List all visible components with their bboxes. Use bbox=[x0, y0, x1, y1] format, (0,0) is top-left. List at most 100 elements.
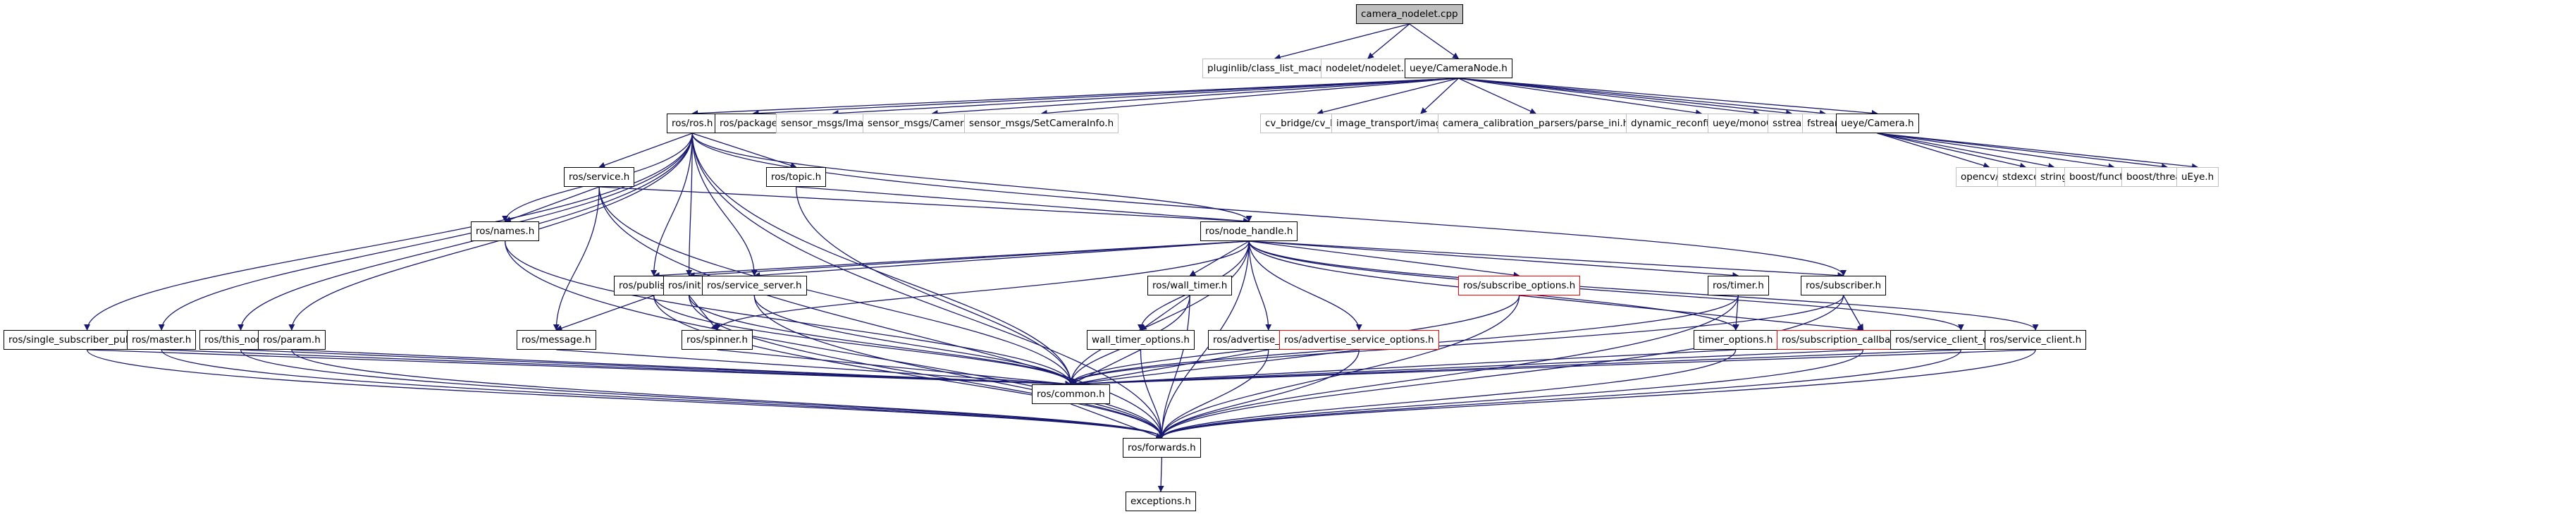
node-nodelet[interactable]: nodelet/nodelet.h bbox=[1321, 59, 1415, 78]
node-ueyeh[interactable]: uEye.h bbox=[2176, 167, 2219, 187]
node-names[interactable]: ros/names.h bbox=[471, 221, 540, 241]
edge-ros-to-serviceserver bbox=[691, 133, 758, 276]
node-forwards[interactable]: ros/forwards.h bbox=[1123, 438, 1201, 458]
edge-advopts-to-common bbox=[1070, 349, 1269, 387]
edge-ros-to-param bbox=[288, 133, 693, 331]
edge-ros-to-publisher bbox=[651, 133, 693, 276]
edge-init-to-common bbox=[688, 295, 1074, 385]
edge-nodehandle-to-serviceserver bbox=[753, 240, 1250, 279]
edge-subscriber-to-forwards bbox=[1158, 295, 1844, 439]
edge-master-to-common bbox=[161, 349, 1072, 388]
edge-spinner-to-common bbox=[717, 349, 1072, 387]
edge-srvclient-to-common bbox=[1070, 349, 2036, 388]
edge-walltimer-to-forwards bbox=[1158, 295, 1190, 439]
edge-service-to-names bbox=[504, 186, 600, 223]
node-topic[interactable]: ros/topic.h bbox=[766, 167, 827, 187]
edge-subopts-to-subcbhelper bbox=[1519, 295, 1864, 333]
node-message[interactable]: ros/message.h bbox=[517, 330, 596, 350]
edge-timer-to-timeropts bbox=[1732, 295, 1739, 331]
node-walltimeropts[interactable]: wall_timer_options.h bbox=[1087, 330, 1195, 350]
edge-cameranode-to-fstream bbox=[1458, 78, 1826, 116]
node-camera[interactable]: ueye/Camera.h bbox=[1836, 114, 1919, 133]
edge-camera_nodelet-to-cameranode bbox=[1409, 23, 1460, 59]
edge-serviceserver-to-common bbox=[753, 295, 1074, 385]
edge-nodehandle-to-advopts bbox=[1248, 240, 1272, 331]
edge-cameranode-to-monoconfig bbox=[1458, 78, 1760, 116]
node-exceptions[interactable]: exceptions.h bbox=[1126, 491, 1196, 511]
edge-nodehandle-to-srvclientopts bbox=[1248, 240, 1964, 331]
node-setcaminfo[interactable]: sensor_msgs/SetCameraInfo.h bbox=[964, 114, 1119, 133]
node-subopts[interactable]: ros/subscribe_options.h bbox=[1458, 276, 1581, 295]
edge-master-to-forwards bbox=[161, 349, 1165, 439]
edge-srvclientopts-to-forwards bbox=[1159, 349, 1961, 439]
edge-service-to-forwards bbox=[598, 186, 1165, 439]
node-parseini[interactable]: camera_calibration_parsers/parse_ini.h bbox=[1438, 114, 1634, 133]
node-subscriber[interactable]: ros/subscriber.h bbox=[1801, 276, 1887, 295]
edge-service-to-message bbox=[553, 186, 600, 331]
edge-timer-to-forwards bbox=[1158, 295, 1739, 439]
node-master[interactable]: ros/master.h bbox=[127, 330, 197, 350]
edge-cameranode-to-parseini bbox=[1458, 78, 1536, 114]
edge-nodehandle-to-common bbox=[1067, 240, 1250, 385]
edge-ros-to-subscriber bbox=[691, 133, 1847, 276]
node-timer[interactable]: ros/timer.h bbox=[1708, 276, 1769, 295]
edge-cameranode-to-img bbox=[832, 78, 1459, 117]
node-common[interactable]: ros/common.h bbox=[1032, 384, 1110, 404]
edge-names-to-forwards bbox=[504, 240, 1165, 439]
edge-ros-to-thisnode bbox=[238, 133, 693, 331]
edge-ros-to-master bbox=[158, 133, 693, 331]
edge-cameranode-to-cvbridge bbox=[1317, 78, 1459, 116]
edge-message-to-common bbox=[556, 349, 1072, 387]
edge-ssp-to-forwards bbox=[86, 349, 1165, 439]
edge-cameranode-to-sstream bbox=[1458, 78, 1793, 116]
node-advsrvopts[interactable]: ros/advertise_service_options.h bbox=[1279, 330, 1439, 350]
node-ros[interactable]: ros/ros.h bbox=[667, 114, 718, 133]
edge-nodehandle-to-init bbox=[688, 240, 1250, 279]
edge-camera-to-stdexcept bbox=[1877, 133, 2027, 169]
edge-cameranode-to-setcaminfo bbox=[1040, 78, 1459, 116]
edge-camera-to-ueyeh bbox=[1877, 133, 2199, 170]
node-nodehandle[interactable]: ros/node_handle.h bbox=[1200, 221, 1298, 241]
node-sstream[interactable]: sstream bbox=[1768, 114, 1816, 133]
edge-camera_nodelet-to-pluginlib bbox=[1274, 23, 1410, 61]
edge-cameranode-to-dynreconf bbox=[1458, 78, 1703, 116]
edge-nodehandle-to-timer bbox=[1249, 240, 1739, 279]
edge-cameranode-to-caminfo bbox=[931, 78, 1459, 116]
edge-subscriber-to-subcbhelper bbox=[1842, 295, 1864, 331]
edge-camera-to-string bbox=[1877, 133, 2055, 169]
edge-nodehandle-to-advsrvopts bbox=[1248, 240, 1362, 331]
node-param[interactable]: ros/param.h bbox=[258, 330, 326, 350]
edge-ros-to-ssp bbox=[84, 133, 693, 331]
node-cameranode[interactable]: ueye/CameraNode.h bbox=[1405, 59, 1512, 78]
edge-walltimeropts-to-common bbox=[1070, 349, 1141, 385]
edge-publisher-to-common bbox=[653, 295, 1074, 385]
edge-camera-to-boostfunc bbox=[1877, 133, 2115, 170]
node-timeropts[interactable]: timer_options.h bbox=[1694, 330, 1778, 350]
edge-cameranode-to-ros bbox=[691, 78, 1459, 117]
edge-serviceserver-to-forwards bbox=[753, 295, 1165, 439]
edge-camera-to-boostthread bbox=[1877, 133, 2168, 170]
node-serviceserver[interactable]: ros/service_server.h bbox=[702, 276, 807, 295]
edge-publisher-to-message bbox=[555, 295, 654, 331]
node-spinner[interactable]: ros/spinner.h bbox=[682, 330, 753, 350]
edge-topic-to-nodehandle bbox=[796, 186, 1250, 224]
edge-param-to-forwards bbox=[291, 349, 1165, 439]
edge-cameranode-to-camera bbox=[1458, 78, 1878, 116]
edge-walltimer-to-walltimeropts bbox=[1140, 295, 1190, 331]
node-service[interactable]: ros/service.h bbox=[564, 167, 635, 187]
node-walltimer[interactable]: ros/wall_timer.h bbox=[1147, 276, 1233, 295]
node-srvclient[interactable]: ros/service_client.h bbox=[1985, 330, 2087, 350]
edge-ros-to-topic bbox=[692, 133, 797, 169]
edge-advsrvopts-to-common bbox=[1070, 349, 1360, 387]
edge-common-to-forwards bbox=[1071, 403, 1163, 439]
edge-publisher-to-forwards bbox=[653, 295, 1165, 439]
edge-timeropts-to-common bbox=[1070, 349, 1736, 388]
node-camera-nodelet[interactable]: camera_nodelet.cpp bbox=[1356, 4, 1463, 24]
edge-topic-to-common bbox=[795, 186, 1074, 385]
edge-camera-to-opencv bbox=[1877, 133, 1990, 169]
edge-cameranode-to-imgtransport bbox=[1420, 78, 1459, 114]
edge-camera_nodelet-to-nodelet bbox=[1367, 23, 1410, 59]
edge-param-to-common bbox=[291, 349, 1072, 388]
edge-nodehandle-to-subopts bbox=[1249, 240, 1520, 279]
